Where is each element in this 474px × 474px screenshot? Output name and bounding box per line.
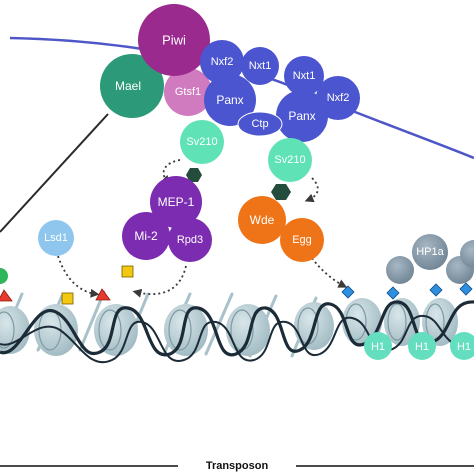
- panx-protein: Panx: [276, 90, 328, 142]
- svg-text:Mi-2: Mi-2: [134, 229, 158, 243]
- svg-text:Wde: Wde: [250, 213, 275, 227]
- svg-text:Nxt1: Nxt1: [249, 60, 272, 72]
- svg-text:H1: H1: [415, 341, 429, 353]
- svg-text:Panx: Panx: [216, 93, 243, 107]
- svg-text:Nxf2: Nxf2: [327, 92, 350, 104]
- histone-mark-blue: [386, 286, 400, 300]
- svg-text:H1: H1: [457, 341, 471, 353]
- svg-text:Lsd1: Lsd1: [44, 232, 68, 244]
- green-partial-protein: [0, 268, 8, 284]
- svg-text:Piwi: Piwi: [162, 33, 186, 48]
- histone-mark-yellow: [121, 265, 134, 278]
- svg-text:Nxt1: Nxt1: [293, 70, 316, 82]
- histone-mark-blue: [341, 285, 355, 299]
- svg-text:H1: H1: [371, 341, 385, 353]
- nucleosome: [164, 304, 208, 356]
- histone-mark-yellow: [61, 292, 74, 305]
- nxt1-protein: Nxt1: [241, 47, 279, 85]
- svg-text:Sv210: Sv210: [186, 136, 217, 148]
- arrow-lsd1: [57, 255, 100, 298]
- piwi-protein: Piwi: [138, 4, 210, 76]
- histone-mark-red: [95, 288, 111, 301]
- wde-protein: Wde: [238, 196, 286, 244]
- sv210-protein: Sv210: [180, 120, 224, 164]
- hp1a-protein: HP1a: [386, 234, 474, 284]
- mael-protein: Mael: [100, 54, 164, 118]
- svg-text:Rpd3: Rpd3: [177, 234, 203, 246]
- transposon-bracket: Transposon: [0, 460, 474, 472]
- svg-text:Gtsf1: Gtsf1: [175, 86, 201, 98]
- svg-text:MEP-1: MEP-1: [158, 195, 195, 209]
- h1-protein: H1: [408, 332, 436, 360]
- svg-text:Mael: Mael: [115, 79, 141, 93]
- mep1-protein: MEP-1: [150, 176, 202, 228]
- ctp-protein: Ctp: [237, 111, 283, 137]
- dna-strand: [0, 300, 474, 357]
- h1-protein: H1: [450, 332, 474, 360]
- histone-mark-blue: [459, 282, 473, 296]
- panx-protein: Panx: [204, 74, 256, 126]
- svg-text:Egg: Egg: [292, 234, 312, 246]
- rpd3-protein: Rpd3: [168, 218, 212, 262]
- transposon-label: Transposon: [206, 460, 269, 472]
- nxf2-protein: Nxf2: [200, 40, 244, 84]
- hexagon-adaptor: [271, 184, 291, 200]
- arrow-sv210-right: [304, 177, 319, 203]
- svg-text:Nxf2: Nxf2: [211, 56, 234, 68]
- lsd1-protein: Lsd1: [38, 220, 74, 256]
- arrow-egg: [311, 257, 348, 288]
- mi2-protein: Mi-2: [122, 212, 170, 260]
- svg-text:Sv210: Sv210: [274, 154, 305, 166]
- h1-protein: H1: [364, 332, 392, 360]
- chromatin-fiber: [0, 290, 474, 364]
- nucleosome: [0, 306, 30, 354]
- nxt1-protein: Nxt1: [284, 56, 324, 96]
- sv210-protein: Sv210: [268, 138, 312, 182]
- tether-line: [0, 113, 109, 233]
- arrow-rpd3: [132, 265, 187, 298]
- histone-mark-red: [0, 289, 13, 302]
- nucleosome: [384, 298, 420, 346]
- histone-mark-blue: [429, 283, 443, 297]
- egg-protein: Egg: [280, 218, 324, 262]
- gtsf1-protein: Gtsf1: [164, 68, 212, 116]
- hexagon-adaptor: [186, 168, 202, 182]
- nucleosome: [94, 304, 138, 356]
- nucleosome: [226, 304, 270, 356]
- svg-text:Panx: Panx: [288, 109, 315, 123]
- svg-text:HP1a: HP1a: [416, 246, 444, 258]
- svg-text:Ctp: Ctp: [251, 118, 268, 130]
